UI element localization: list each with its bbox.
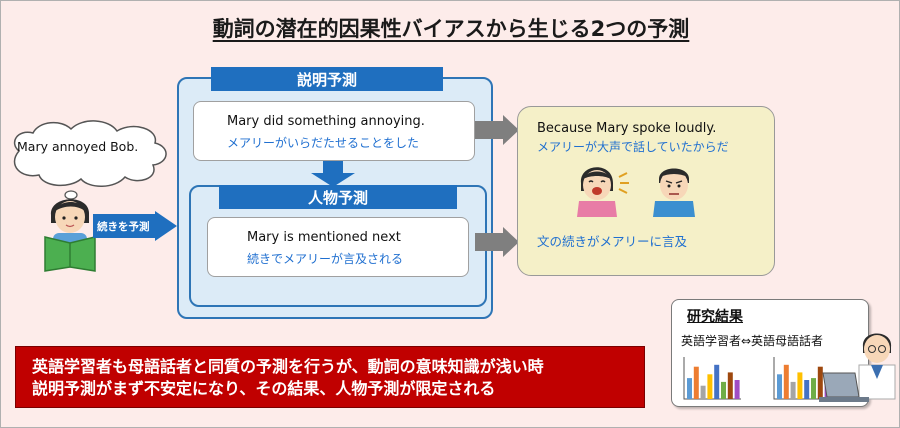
conclusion-line-2: 説明予測がまず不安定になり、その結果、人物予測が限定される	[32, 379, 496, 398]
conclusion-box: 英語学習者も母語話者と同質の予測を行うが、動詞の意味知識が浅い時 説明予測がまず…	[15, 346, 645, 408]
mini-chart-bar	[721, 381, 726, 399]
mini-chart-bar	[804, 380, 810, 399]
person-english: Mary is mentioned next	[247, 230, 401, 245]
mini-chart-bar	[700, 385, 706, 399]
result-japanese: メアリーが大声で話していたからだ	[537, 140, 729, 154]
conclusion-line-1: 英語学習者も母語話者と同質の予測を行うが、動詞の意味知識が浅い時	[32, 357, 544, 376]
mini-chart-bar	[790, 381, 796, 399]
explanation-japanese: メアリーがいらだたせることをした	[227, 136, 420, 150]
mini-chart-bar	[811, 378, 816, 399]
mini-chart-bar	[687, 378, 692, 399]
mini-chart-bar	[693, 366, 699, 399]
learner-mini-chart	[683, 357, 741, 400]
mini-chart-bar	[727, 372, 733, 399]
mini-chart-bar	[707, 374, 713, 399]
predict-arrow	[93, 211, 177, 241]
mini-chart-bar	[714, 364, 720, 399]
gray-arrow-person	[475, 227, 519, 257]
person-header: 人物予測	[219, 185, 457, 209]
result-english: Because Mary spoke loudly.	[537, 121, 717, 136]
person-card	[207, 217, 469, 277]
down-arrow	[311, 161, 355, 187]
annoyed-listener-icon	[653, 168, 695, 217]
findings-subtitle: 英語学習者⇔英語母語話者	[681, 334, 824, 348]
cloud-bubble-large	[64, 190, 78, 200]
page-title: 動詞の潜在的因果性バイアスから生じる2つの予測	[1, 13, 899, 43]
result-continuation: 文の続きがメアリーに言及	[537, 234, 688, 249]
reading-student-icon	[44, 199, 96, 272]
cloud-shape	[13, 120, 167, 187]
mini-chart-bar	[783, 364, 789, 399]
gray-arrow-explanation	[475, 115, 519, 145]
person-japanese: 続きでメアリーが言及される	[247, 252, 404, 266]
mini-chart-bar	[777, 374, 782, 399]
findings-title: 研究結果	[687, 309, 743, 325]
page-title-text: 動詞の潜在的因果性バイアスから生じる2つの予測	[212, 17, 690, 41]
explanation-card	[193, 101, 475, 161]
explanation-header: 説明予測	[211, 67, 443, 91]
predict-arrow-label: 続きを予測	[97, 221, 150, 233]
result-panel	[517, 106, 775, 276]
researcher-icon	[819, 333, 896, 402]
loud-talker-icon	[577, 167, 629, 217]
mini-chart-bar	[734, 380, 740, 399]
mini-chart-bar	[817, 366, 823, 399]
mini-chart-bar	[797, 372, 803, 399]
thought-cloud	[13, 120, 167, 210]
cloud-text: Mary annoyed Bob.	[17, 139, 139, 154]
explanation-english: Mary did something annoying.	[227, 114, 425, 129]
